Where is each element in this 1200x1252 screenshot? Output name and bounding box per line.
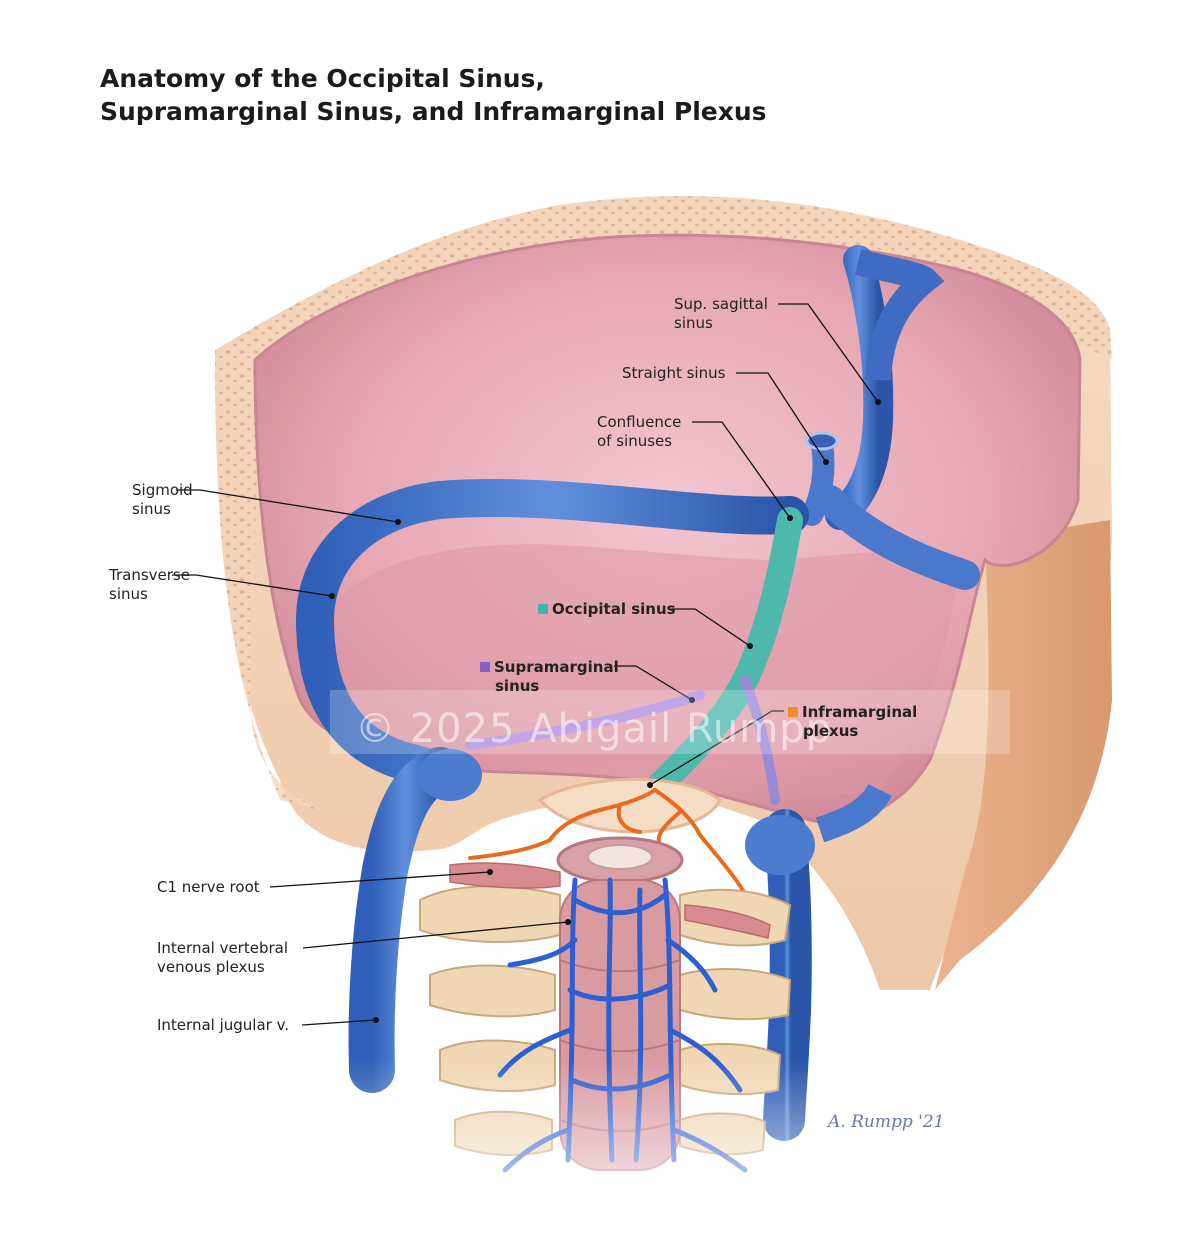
left-internal-jugular-vein	[348, 747, 463, 1093]
label-transverse-sinus: Transverse sinus	[109, 566, 190, 604]
label-line: Sigmoid	[132, 481, 193, 499]
supramarginal-sinus	[465, 690, 705, 750]
label-line: Confluence	[597, 413, 682, 431]
label-line: Sup. sagittal	[674, 295, 768, 313]
label-sigmoid-sinus: Sigmoid sinus	[132, 481, 193, 519]
label-confluence-of-sinuses: Confluence of sinuses	[597, 413, 681, 451]
leader-ivvp	[302, 921, 569, 949]
label-line: venous plexus	[157, 958, 265, 976]
leader-sigmoid	[176, 489, 399, 523]
bottom-fade	[200, 1060, 1000, 1252]
sup-sagittal-sinus	[825, 245, 894, 530]
title-line-1: Anatomy of the Occipital Sinus,	[100, 64, 545, 93]
straight-sinus-opening	[805, 431, 839, 451]
occipital-swatch-icon	[538, 604, 548, 614]
label-straight-sinus: Straight sinus	[622, 364, 726, 382]
supramarginal-swatch-icon	[480, 662, 490, 672]
straight-sinus	[801, 434, 835, 526]
tentorium-fold	[320, 544, 960, 795]
spinal-cord-inner	[587, 844, 653, 870]
watermark-band	[330, 690, 1010, 754]
label-c1-nerve-root: C1 nerve root	[157, 878, 260, 896]
label-supramarginal-sinus: Supramarginal sinus	[480, 658, 619, 696]
right-sigmoid-sinus	[815, 783, 892, 843]
leader-sup-sagittal	[778, 303, 879, 403]
label-line: Transverse	[109, 566, 190, 584]
label-line: Supramarginal	[480, 658, 619, 677]
right-transverse-sinus	[815, 485, 980, 590]
occipital-sinus-branch	[740, 675, 780, 805]
leader-lines	[172, 303, 879, 1026]
c1-nerve-roots	[449, 862, 771, 939]
label-line: Internal vertebral	[157, 939, 289, 957]
label-line: sinus	[495, 677, 540, 695]
leader-occipital	[671, 608, 751, 647]
watermark: © 2025 Abigail Rumpp	[355, 706, 833, 752]
skull-side-face	[935, 520, 1112, 990]
leader-c1	[269, 871, 491, 888]
artist-signature: A. Rumpp '21	[828, 1112, 945, 1132]
label-text: Inframarginal	[802, 703, 918, 721]
leader-ijv	[301, 1019, 377, 1026]
label-line: sinus	[674, 314, 713, 332]
label-line: Occipital sinus	[552, 600, 676, 618]
label-line: Inframarginal	[788, 703, 917, 722]
leader-inframarginal	[649, 710, 784, 786]
label-inframarginal-plexus: Inframarginal plexus	[788, 703, 917, 741]
inframarginal-swatch-icon	[788, 707, 798, 717]
label-occipital-sinus: Occipital sinus	[538, 600, 676, 619]
leader-transverse	[172, 574, 333, 597]
label-line: of sinuses	[597, 432, 673, 450]
right-jugular-bulb	[745, 815, 815, 875]
label-internal-jugular-vein: Internal jugular v.	[157, 1016, 290, 1034]
figure-title: Anatomy of the Occipital Sinus, Supramar…	[100, 62, 767, 128]
label-line: sinus	[109, 585, 148, 603]
label-text: Supramarginal	[494, 658, 619, 676]
leader-straight	[736, 372, 827, 463]
label-line: sinus	[132, 500, 171, 518]
leader-dots	[329, 399, 881, 1023]
label-line: plexus	[803, 722, 859, 740]
label-sup-sagittal-sinus: Sup. sagittal sinus	[674, 295, 768, 333]
transverse-sigmoid-sinus	[295, 478, 809, 794]
leader-supramarginal	[614, 665, 693, 701]
label-internal-vertebral-venous-plexus: Internal vertebral venous plexus	[157, 939, 288, 977]
left-jugular-bulb	[418, 749, 482, 801]
sup-sagittal-sinus-upper	[854, 249, 945, 381]
title-line-2: Supramarginal Sinus, and Inframarginal P…	[100, 97, 767, 126]
leader-confluence	[692, 421, 791, 519]
